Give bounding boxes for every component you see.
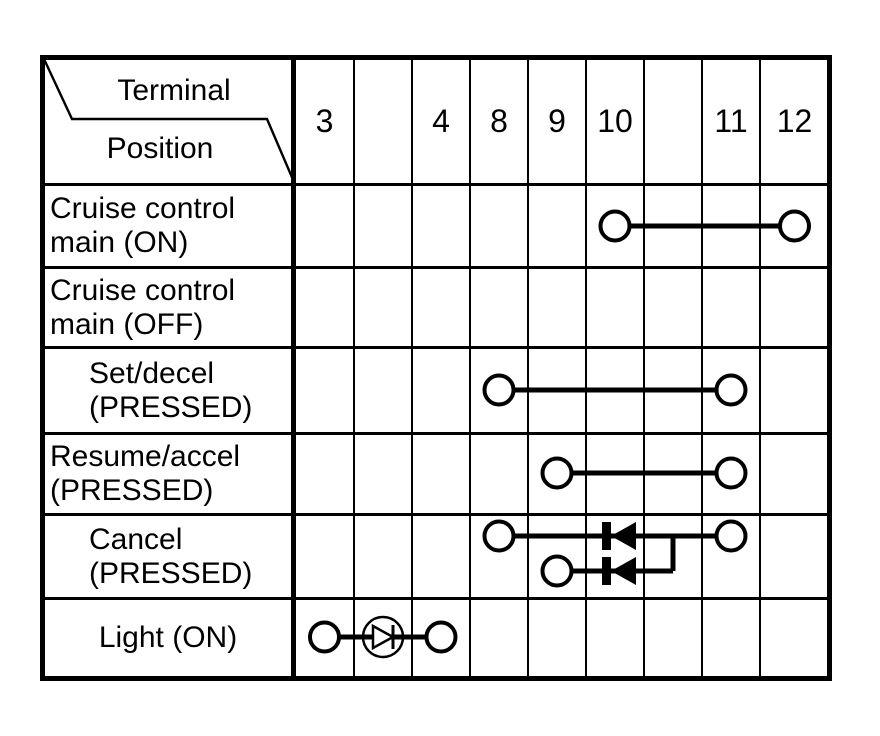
table-frame (40, 55, 832, 681)
header-bottom-line (40, 183, 832, 186)
terminal-header-label: Terminal (117, 74, 231, 107)
grid-vline (411, 55, 413, 681)
grid-hline (40, 266, 832, 269)
grid-vline (759, 55, 761, 681)
col-header-12: 12 (776, 103, 813, 139)
col-header-3: 3 (315, 103, 334, 139)
grid-vline (469, 55, 471, 681)
row-label-resume-accel: Resume/accel (PRESSED) (50, 440, 241, 507)
position-header-label: Position (106, 132, 214, 165)
header-diagonal-divider (42, 58, 295, 183)
col-header-blank-1 (354, 103, 412, 139)
grid-hline (40, 597, 832, 600)
grid-hline (40, 346, 832, 349)
grid-vline (527, 55, 529, 681)
col-header-8: 8 (490, 103, 508, 139)
row-label-light-on: Light (ON) (98, 621, 238, 654)
grid-vline (643, 55, 645, 681)
grid-vline (353, 55, 355, 681)
row-label-cruise-main-off: Cruise control main (OFF) (50, 273, 236, 341)
grid-vline (701, 55, 703, 681)
col-header-blank-2 (644, 103, 702, 139)
col-header-10: 10 (597, 103, 633, 139)
row-label-set-decel: Set/decel (PRESSED) (89, 356, 253, 424)
col-header-9: 9 (548, 103, 566, 139)
col-header-11: 11 (714, 103, 748, 139)
label-column-divider (291, 55, 296, 681)
grid-vline (585, 55, 587, 681)
grid-hline (40, 432, 832, 435)
col-header-4: 4 (432, 103, 450, 139)
row-label-cancel: Cancel (PRESSED) (89, 522, 253, 590)
row-label-cruise-main-on: Cruise control main (ON) (50, 192, 236, 259)
grid-hline (40, 513, 832, 516)
